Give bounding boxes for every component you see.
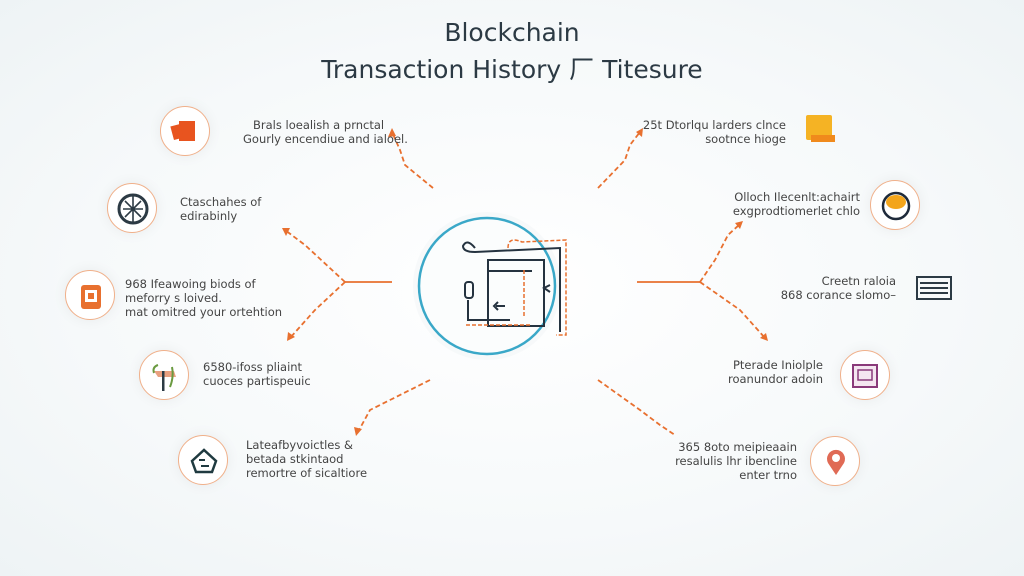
connector-right-down (699, 281, 766, 339)
document-screen-icon (840, 350, 890, 400)
text-line: Lateafbyvoictles & (246, 438, 353, 452)
house-icon (178, 435, 228, 485)
coin-icon (870, 180, 920, 230)
hand-icon (160, 106, 210, 156)
text-line: 25t Dtorlqu larders clnce (642, 118, 786, 132)
text-line: Creetn raloia (821, 274, 896, 288)
text-line: Ctaschahes of (180, 195, 262, 209)
left-item-5-text: Lateafbyvoictles & betada stkintaod remo… (246, 438, 367, 480)
text-line: edirabinly (180, 209, 238, 223)
arrowhead (354, 427, 362, 436)
arrowhead (735, 221, 743, 229)
right-item-2-text: Olloch Ilecenlt:achairt exgprodtiomerlet… (733, 190, 860, 218)
text-line: exgprodtiomerlet chlo (732, 204, 860, 218)
left-item-1-text: Brals loealish a prnctal Gourly encendiu… (243, 118, 408, 146)
folder-icon (797, 105, 847, 155)
connector-left-top (391, 131, 434, 189)
connector-right-up (699, 223, 741, 283)
left-item-3-text: 968 Ifeawoing biods of meforry s loived.… (125, 277, 282, 319)
right-item-5-text: 365 8oto meipieaain resalulis lhr ibencl… (675, 440, 797, 482)
text-line: sootnce hioge (705, 132, 786, 146)
location-pin-icon (810, 436, 860, 486)
robot-icon (65, 270, 115, 320)
text-line: cuoces partispeuic (203, 374, 311, 388)
text-line: enter trno (739, 468, 797, 482)
right-item-3-text: Creetn raloia 868 corance slomo– (781, 274, 896, 302)
plant-signpost-icon (139, 350, 189, 400)
text-line: 6580-ifoss pliaint (203, 360, 303, 374)
left-item-2-text: Ctaschahes of edirabinly (180, 195, 261, 223)
left-item-4-text: 6580-ifoss pliaint cuoces partispeuic (203, 360, 311, 388)
network-globe-icon (107, 183, 157, 233)
text-line: mat omitred your ortehtion (125, 305, 283, 319)
arrowhead (760, 333, 768, 341)
title-line-2: Transaction History 厂 Titesure (321, 55, 703, 84)
text-line: meforry s loived. (125, 291, 222, 305)
server-icon (908, 263, 958, 313)
text-line: Gourly encendiue and ialoel. (243, 132, 408, 146)
text-line: resalulis lhr ibencline (675, 454, 797, 468)
arrowhead (287, 332, 295, 341)
text-line: 365 8oto meipieaain (678, 440, 797, 454)
title-line-1: Blockchain (444, 18, 580, 47)
right-item-1-text: 25t Dtorlqu larders clnce sootnce hioge (643, 118, 786, 146)
connector-left-bottom (357, 379, 431, 433)
text-line: Olloch Ilecenlt:achairt (734, 190, 860, 204)
text-line: betada stkintaod (246, 452, 344, 466)
text-line: remortre of sicaltiore (246, 466, 368, 480)
arrowhead (282, 228, 290, 236)
text-line: Pterade Iniolple (732, 358, 823, 372)
connector-right-bottom (597, 379, 676, 436)
text-line: Brals loealish a prnctal (253, 118, 385, 132)
ledger-diagram-icon (461, 241, 561, 332)
arrowhead (636, 128, 643, 137)
arrowhead (388, 128, 396, 137)
text-line: 968 Ifeawoing biods of (125, 277, 256, 291)
connector-left-down (289, 281, 346, 339)
text-line: 868 corance slomo– (780, 288, 896, 302)
connector-right-top (597, 131, 641, 189)
connector-left-up (284, 229, 346, 283)
text-line: roanundor adoin (727, 372, 823, 386)
right-item-4-text: Pterade Iniolple roanundor adoin (728, 358, 823, 386)
